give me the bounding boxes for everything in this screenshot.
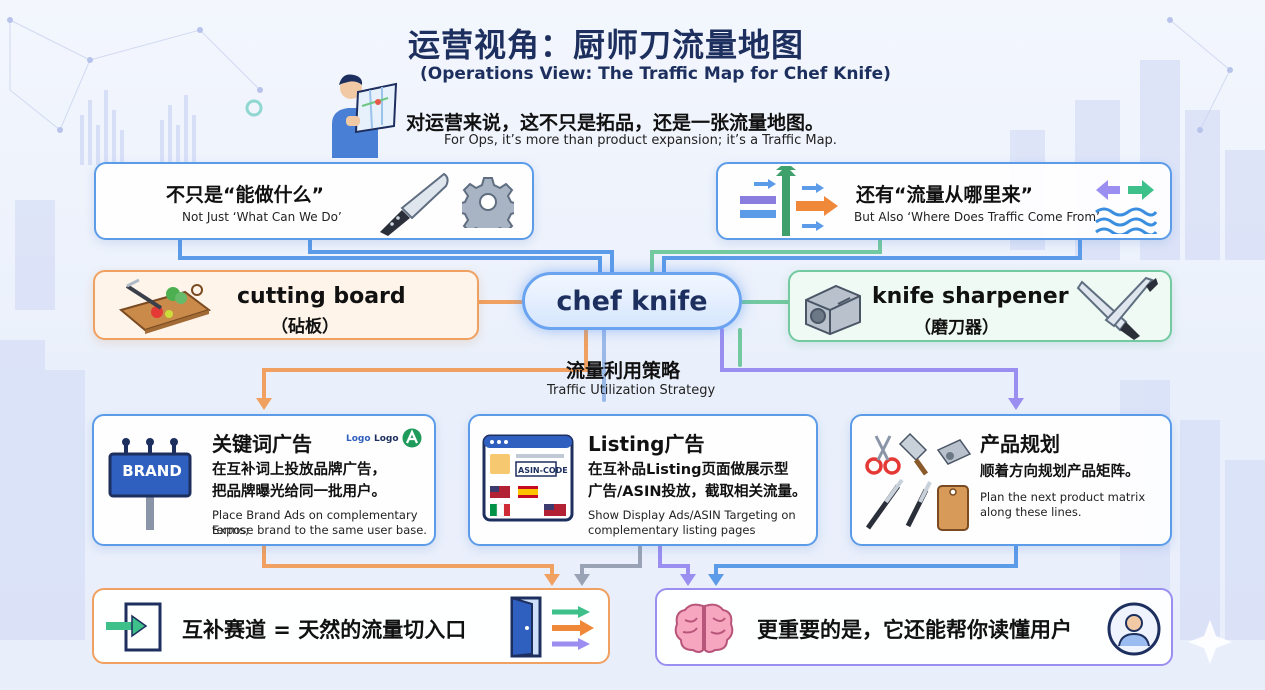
tagline-en: For Ops, it’s more than product expansio… <box>444 133 837 148</box>
gear-icon <box>462 177 514 228</box>
strategy-title-zh: 流量利用策略 <box>566 360 681 382</box>
sharpener-icon <box>805 284 861 336</box>
card-body-en-2: complementary listing pages <box>588 523 756 537</box>
card-title-zh: 还有“流量从哪里来” <box>856 184 1033 206</box>
node-knife-sharpener: knife sharpener （磨刀器） <box>788 270 1172 342</box>
traffic-routes-icon <box>740 166 838 236</box>
card-keyword-ads: BRAND 关键词广告 Logo Logo 在互补词上投放品牌广告， 把品牌曝光… <box>92 414 436 546</box>
knife-icon <box>380 172 449 236</box>
card-where-traffic-comes-from: 还有“流量从哪里来” But Also ‘Where Does Traffic … <box>716 162 1172 240</box>
enter-door-icon <box>106 602 162 652</box>
brand-logo-icon <box>402 428 422 448</box>
browser-listing-icon <box>482 434 574 522</box>
card-body-zh: 顺着方向规划产品矩阵。 <box>980 464 1140 480</box>
card-body-zh-2: 广告/ASIN投放，截取相关流量。 <box>588 484 807 500</box>
card-title-en: Not Just ‘What Can We Do’ <box>182 210 342 224</box>
center-node-chef-knife: chef knife <box>522 272 742 330</box>
billboard-label: BRAND <box>122 462 182 480</box>
card-product-planning: 产品规划 顺着方向规划产品矩阵。 Plan the next product m… <box>850 414 1172 546</box>
two-way-arrows-icon <box>1095 180 1158 234</box>
logo-badge-2: Logo <box>374 434 399 444</box>
node-cutting-board: cutting board （砧板） <box>93 270 479 340</box>
logo-badge-1: Logo <box>346 434 371 444</box>
bar-text: 更重要的是，它还能帮你读懂用户 <box>757 618 1072 642</box>
card-title-zh: 不只是“能做什么” <box>166 184 324 206</box>
card-body-zh-1: 在互补词上投放品牌广告， <box>212 462 386 478</box>
node-label-en: cutting board <box>237 284 406 309</box>
page-title: 运营视角：厨师刀流量地图 <box>408 26 805 64</box>
tagline-zh: 对运营来说，这不只是拓品，还是一张流量地图。 <box>406 112 825 134</box>
card-title: 关键词广告 <box>212 432 312 456</box>
brain-icon <box>674 603 734 653</box>
card-title-en: But Also ‘Where Does Traffic Come From’ <box>854 210 1100 224</box>
kitchen-tools-icon <box>865 432 972 531</box>
card-body-en-1: Show Display Ads/ASIN Targeting on <box>588 508 796 522</box>
bar-complementary-track: 互补赛道 = 天然的流量切入口 <box>92 588 610 664</box>
user-avatar-icon <box>1107 602 1161 656</box>
card-body-en-1: Plan the next product matrix <box>980 490 1146 504</box>
crossed-knives-icon <box>1076 276 1158 340</box>
card-body-zh-1: 在互补品Listing页面做展示型 <box>588 462 789 478</box>
open-door-traffic-icon <box>510 596 594 658</box>
bar-text: 互补赛道 = 天然的流量切入口 <box>182 618 467 642</box>
card-title: 产品规划 <box>980 432 1060 456</box>
asin-code-label: ASIN-CODE <box>518 466 568 475</box>
card-title: Listing广告 <box>588 432 705 456</box>
card-not-just-what-we-can-do: 不只是“能做什么” Not Just ‘What Can We Do’ <box>94 162 534 240</box>
card-body-zh-2: 把品牌曝光给同一批用户。 <box>212 484 386 500</box>
bar-understand-users: 更重要的是，它还能帮你读懂用户 <box>655 588 1173 666</box>
node-label-zh: （砧板） <box>271 317 339 337</box>
card-body-en-1: Place Brand Ads on complementary terms; <box>212 508 418 537</box>
person-reading-map-icon <box>332 74 398 158</box>
node-label-zh: （磨刀器） <box>914 318 999 338</box>
page-subtitle: (Operations View: The Traffic Map for Ch… <box>420 64 891 84</box>
center-node-label: chef knife <box>556 285 708 317</box>
billboard-icon <box>108 438 192 530</box>
cutting-board-icon <box>118 278 212 334</box>
card-listing-ads: ASIN-CODE Listing广告 在互补品Listing页面做展示型 广告… <box>468 414 818 546</box>
card-body-en-2: Expose brand to the same user base. <box>212 523 427 537</box>
card-body-en-2: along these lines. <box>980 505 1082 519</box>
node-label-en: knife sharpener <box>872 284 1069 309</box>
strategy-title-en: Traffic Utilization Strategy <box>547 383 716 398</box>
